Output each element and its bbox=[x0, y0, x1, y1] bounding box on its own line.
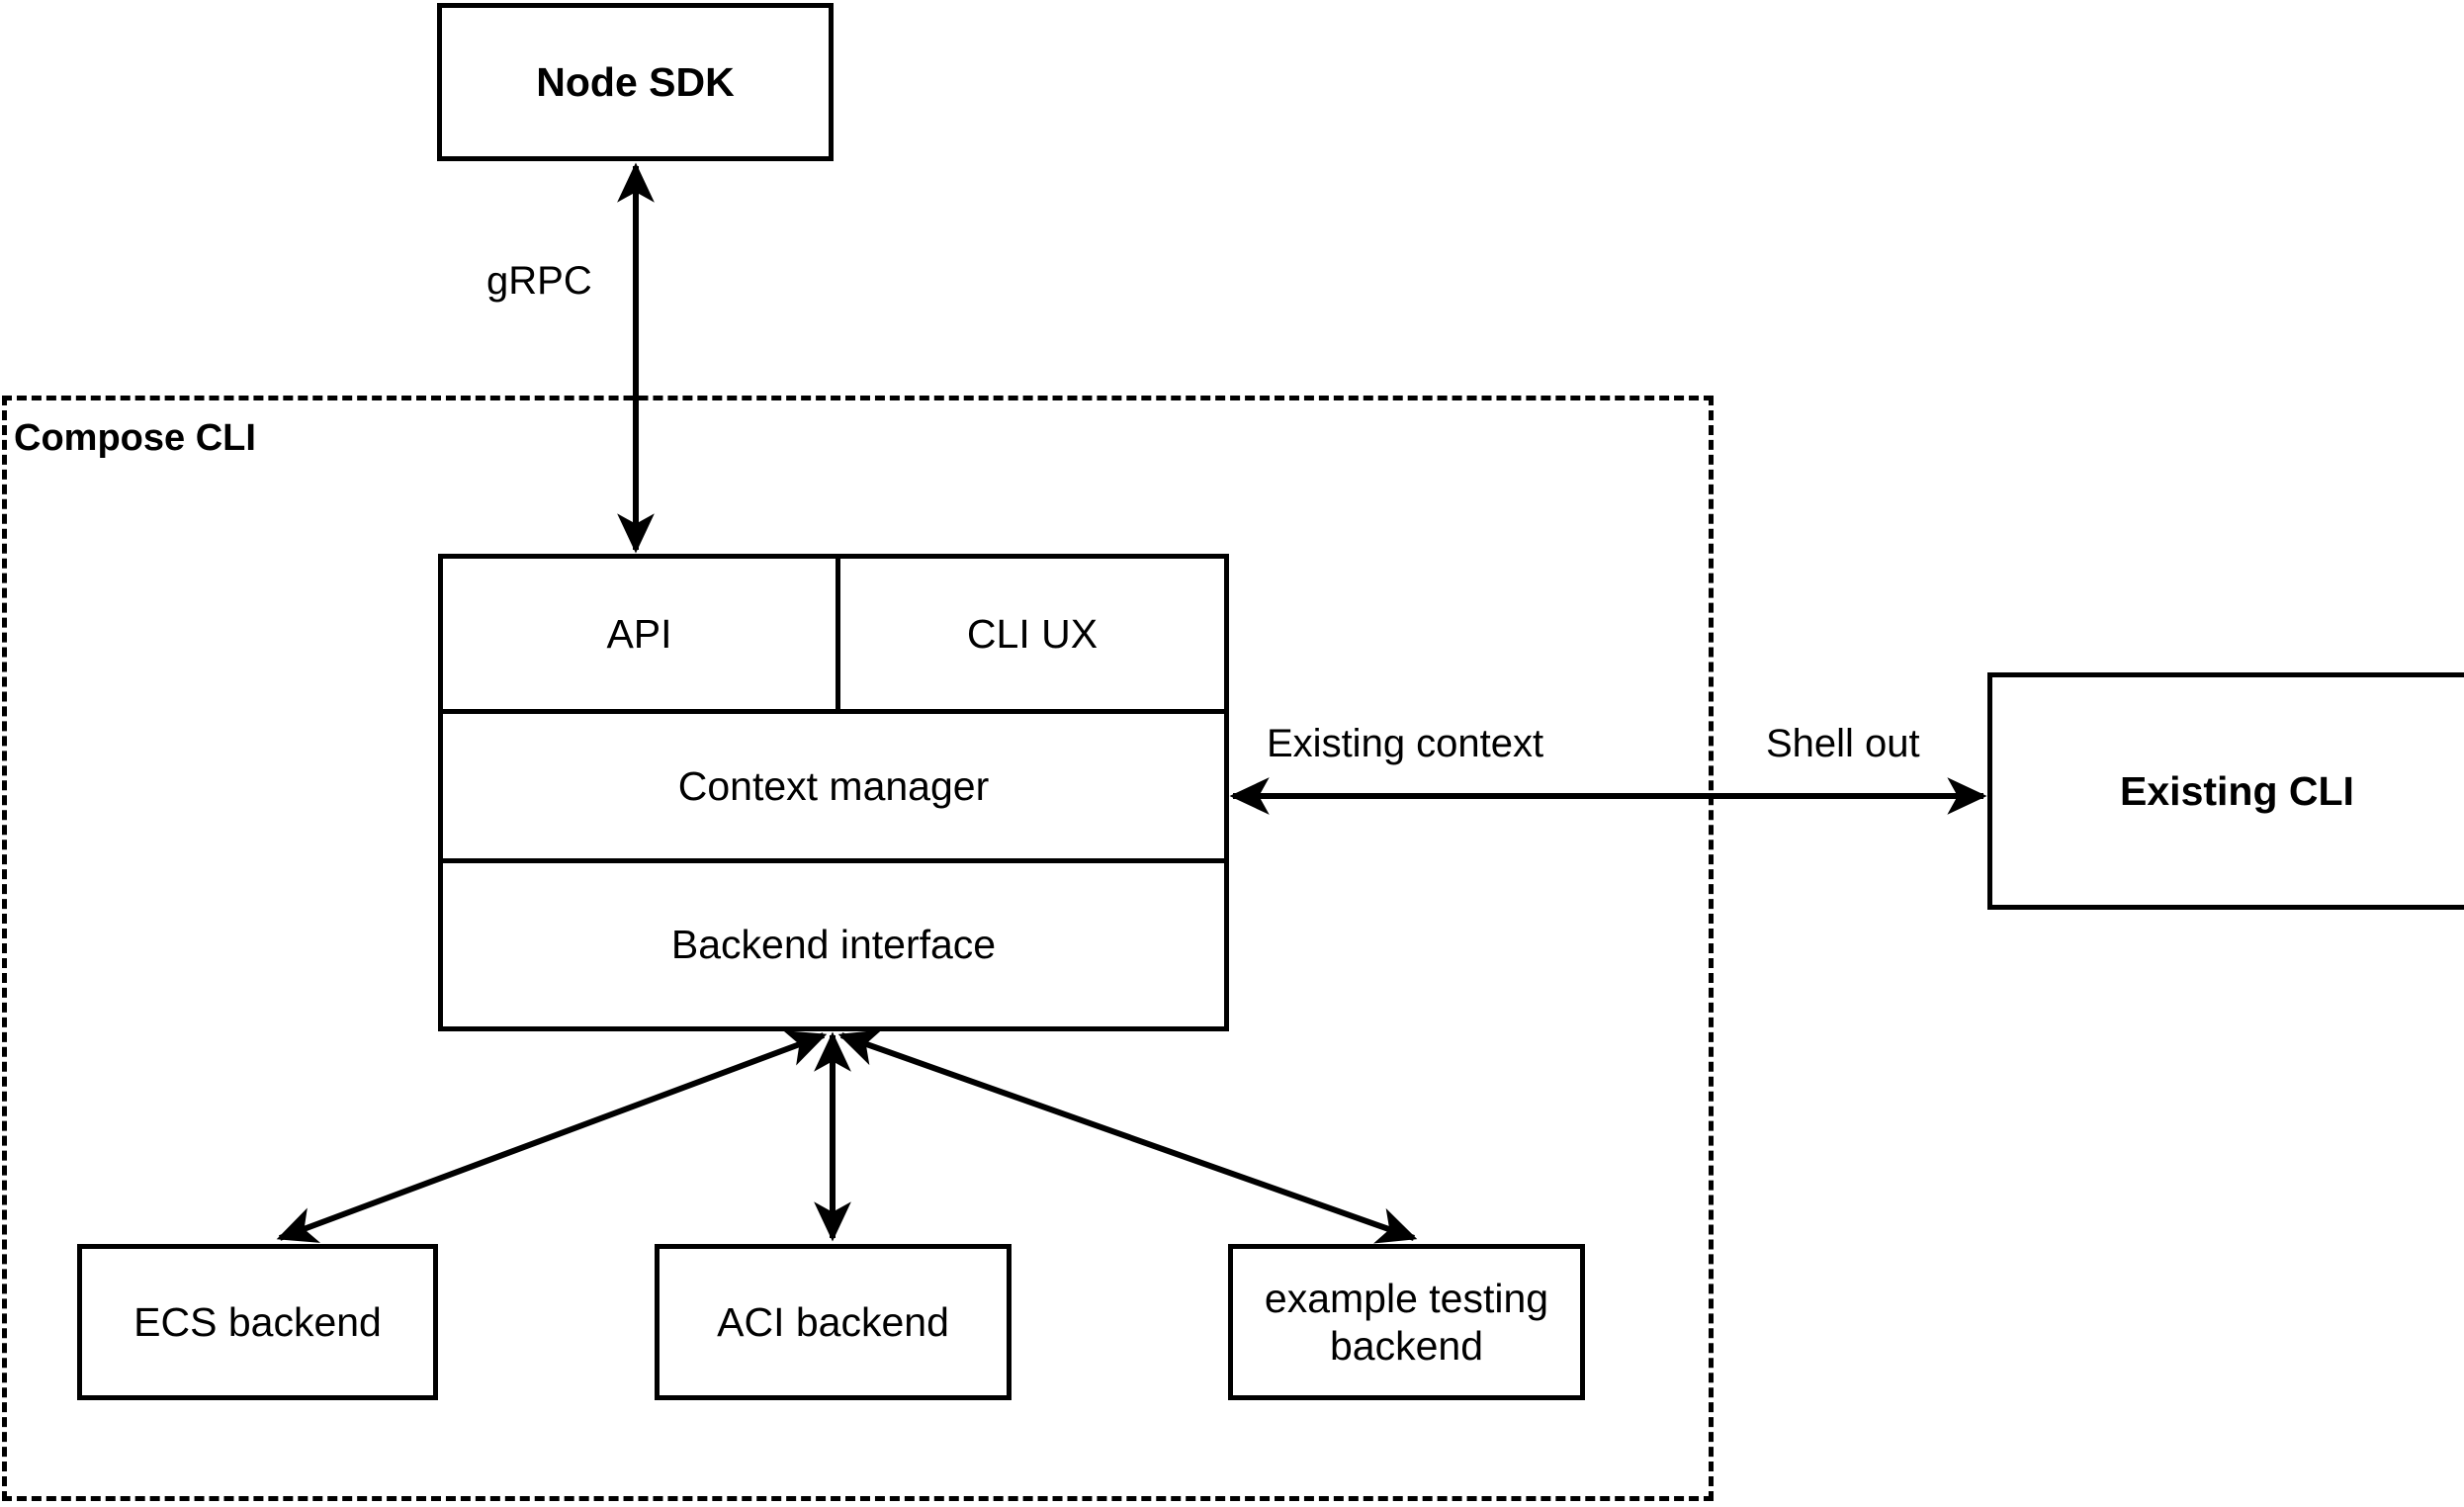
node-context-manager[interactable]: Context manager bbox=[443, 714, 1224, 858]
node-backend-interface-label: Backend interface bbox=[670, 922, 997, 968]
edge-backend-to-example-line bbox=[837, 1029, 1418, 1244]
compose-cli-core-stack: API CLI UX Context manager Backend inter… bbox=[438, 554, 1229, 1031]
node-api-label: API bbox=[606, 610, 672, 657]
node-aci-backend[interactable]: ACI backend bbox=[655, 1244, 1012, 1400]
node-ecs-backend-label: ECS backend bbox=[133, 1298, 382, 1345]
node-cli-ux-label: CLI UX bbox=[966, 610, 1099, 657]
edge-label-existing-context: Existing context bbox=[1267, 722, 1544, 765]
node-node-sdk-label: Node SDK bbox=[536, 58, 735, 105]
divider-api-cli-ux bbox=[836, 559, 840, 709]
divider-context-manager-backend-interface bbox=[443, 858, 1224, 863]
node-backend-interface[interactable]: Backend interface bbox=[443, 863, 1224, 1026]
node-context-manager-label: Context manager bbox=[677, 762, 990, 809]
compose-cli-group-label: Compose CLI bbox=[14, 417, 256, 459]
edge-label-grpc: gRPC bbox=[486, 259, 592, 303]
node-existing-cli-label: Existing CLI bbox=[2120, 767, 2354, 814]
edge-backend-to-ecs-line bbox=[276, 1030, 828, 1243]
node-cli-ux[interactable]: CLI UX bbox=[840, 559, 1224, 709]
node-existing-cli[interactable]: Existing CLI bbox=[1987, 672, 2464, 910]
node-api[interactable]: API bbox=[443, 559, 836, 709]
node-example-testing-backend[interactable]: example testing backend bbox=[1228, 1244, 1585, 1400]
node-example-testing-backend-label-line2: backend bbox=[1329, 1323, 1483, 1369]
node-example-testing-backend-label-line1: example testing bbox=[1264, 1275, 1549, 1321]
compose-cli-group-boundary bbox=[2, 396, 1714, 1501]
divider-api-context-manager bbox=[443, 709, 1224, 714]
node-ecs-backend[interactable]: ECS backend bbox=[77, 1244, 438, 1400]
node-aci-backend-label: ACI backend bbox=[717, 1298, 949, 1345]
edge-label-shell-out: Shell out bbox=[1766, 722, 1920, 765]
node-node-sdk[interactable]: Node SDK bbox=[437, 3, 834, 161]
